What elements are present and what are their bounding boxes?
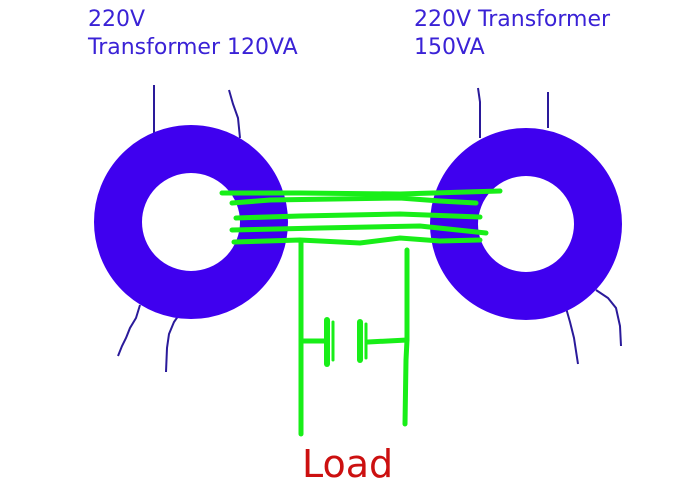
right-toroid-core xyxy=(430,128,622,320)
right-transformer-voltage: 220V Transformer xyxy=(414,7,611,32)
right-bottom-lead-2 xyxy=(595,289,622,347)
winding-5 xyxy=(231,235,483,246)
winding-1 xyxy=(219,188,503,197)
winding-3 xyxy=(233,211,483,221)
left-transformer-rating: Transformer 120VA xyxy=(88,35,298,60)
left-transformer-label: 220V Transformer 120VA xyxy=(88,6,298,62)
left-transformer-voltage: 220V xyxy=(88,7,146,32)
left-bottom-lead-1 xyxy=(117,304,141,357)
left-top-lead-2 xyxy=(228,89,241,139)
winding-4 xyxy=(229,223,489,236)
output-circuit xyxy=(298,239,410,437)
secondary-windings xyxy=(219,188,503,246)
right-top-lead-1 xyxy=(477,87,481,138)
capacitor-lead-right xyxy=(365,337,410,345)
winding-2 xyxy=(229,195,479,206)
primary-leads xyxy=(117,85,622,373)
output-wire-right xyxy=(402,247,410,427)
load-label: Load xyxy=(302,442,394,486)
right-transformer-rating: 150VA xyxy=(414,35,485,60)
left-toroid-core xyxy=(94,125,288,319)
left-bottom-lead-2 xyxy=(165,311,182,373)
right-transformer-label: 220V Transformer 150VA xyxy=(414,6,610,62)
right-bottom-lead-1 xyxy=(565,307,579,365)
